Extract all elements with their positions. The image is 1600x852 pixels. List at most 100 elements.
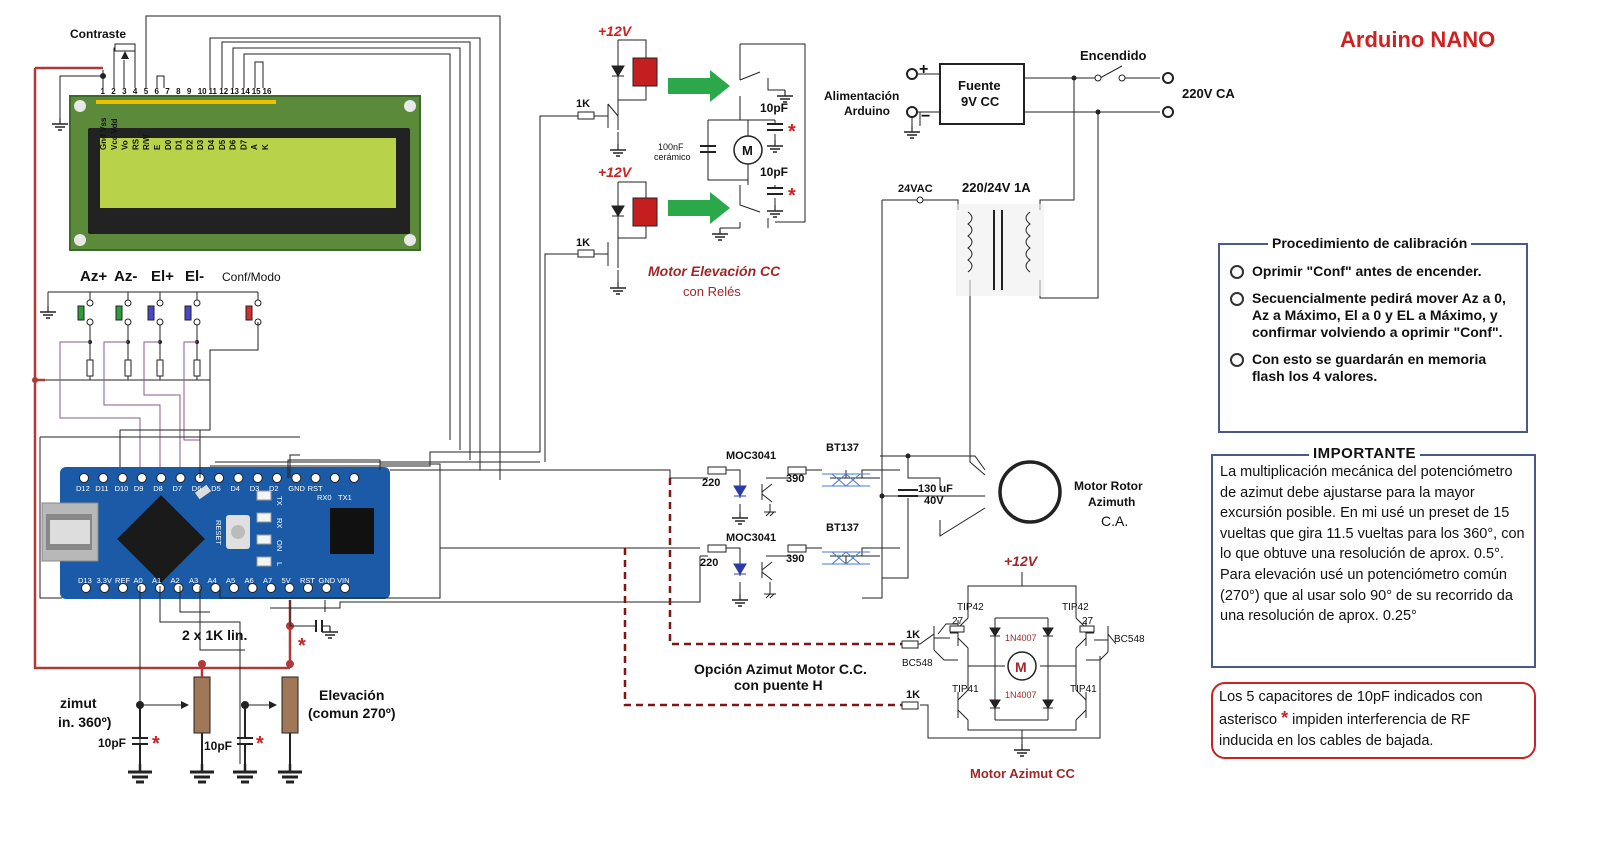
- reset-label: RESET: [214, 520, 223, 545]
- lcd-pin-number: 9: [187, 87, 192, 96]
- lcd-module: [69, 95, 421, 251]
- pulldown-resistor: [193, 340, 201, 380]
- lcd-pin-number: 8: [176, 87, 181, 96]
- calibration-item-text: Secuencialmente pedirá mover Az a 0, Az …: [1252, 290, 1506, 340]
- pushbutton: [245, 292, 262, 342]
- relay-coil-2: [632, 197, 658, 227]
- hbridge-motor: [1007, 651, 1037, 681]
- nano-pin-label: A2: [171, 576, 180, 585]
- bt137-label-b: BT137: [826, 522, 859, 534]
- nano-pin-bottom: VIN: [337, 576, 350, 593]
- bc548-label-a: BC548: [902, 658, 933, 669]
- nano-pin-top: D10: [115, 473, 128, 493]
- nano-pin-top: D2: [269, 473, 282, 493]
- nano-led-label: ON: [275, 540, 284, 551]
- btn-label-el-minus: El-: [185, 268, 204, 285]
- nano-pin-bottom: RST: [300, 576, 315, 593]
- rf-note-after: impiden interferencia de RF inducida en …: [1219, 712, 1471, 749]
- nano-pin-top: [329, 473, 340, 483]
- rf-asterisk-relay-2: *: [788, 185, 796, 207]
- lcd-pin-number: 6: [155, 87, 160, 96]
- lcd-pin-name: A: [250, 144, 259, 150]
- nano-pin-top: D7: [173, 473, 186, 493]
- lcd-pin-number: 12: [219, 87, 228, 96]
- r27-label-b: 27: [1082, 616, 1094, 627]
- pot-lin-label: 2 x 1K lin.: [182, 627, 247, 643]
- triac-wiring: [670, 456, 986, 594]
- relay-cap-10pf-a: 10pF: [760, 101, 788, 115]
- relay-motor: [733, 135, 763, 165]
- relay-res-1k-a: 1K: [576, 98, 590, 110]
- nano-pin-label: RST: [308, 484, 323, 493]
- lcd-pin-name: Vcc Vdd: [110, 118, 119, 150]
- nano-pin-bottom: A2: [171, 576, 184, 593]
- pot-elevacion: [241, 676, 299, 764]
- nano-pin-label: D13: [78, 576, 92, 585]
- relay-cap-100nf-1: 100nF: [658, 142, 684, 152]
- nano-pin-top: D11: [95, 473, 109, 493]
- lcd-pin-name: RS: [131, 138, 140, 150]
- moc-label-b: MOC3041: [726, 532, 776, 544]
- pot-az-label-1: zimut: [60, 695, 97, 711]
- nano-pin-label: GND: [288, 484, 305, 493]
- nano-led: L: [256, 556, 284, 567]
- calibration-item: Con esto se guardarán en memoria flash l…: [1228, 351, 1520, 385]
- tip41-label-a: TIP41: [952, 684, 979, 695]
- nano-pin-bottom: A6: [245, 576, 258, 593]
- nano-pin-label: D6: [192, 484, 202, 493]
- nano-pin-top: [349, 473, 360, 483]
- diode-label-b: 1N4007: [1005, 690, 1037, 700]
- button-labels: Az+ Az- El+ El- Conf/Modo: [80, 268, 281, 285]
- lcd-wires: [59, 15, 501, 480]
- nano-pin-label: D12: [76, 484, 90, 493]
- nano-pin-top: D8: [153, 473, 167, 493]
- lcd-pin-name: D1: [175, 139, 184, 150]
- relay-cap-10pf-b: 10pF: [760, 165, 788, 179]
- pot-el-label-2: (comun 270º): [308, 705, 396, 721]
- nano-pin-label: A5: [226, 576, 235, 585]
- diode-label-a: 1N4007: [1005, 633, 1037, 643]
- relay-subtitle: con Relés: [683, 284, 741, 299]
- relay-motor-label: M: [742, 143, 753, 158]
- hb-r1k-b: 1K: [906, 689, 920, 701]
- calibration-list: Oprimir "Conf" antes de encender. Secuen…: [1220, 245, 1526, 385]
- lcd-pin-number: 5: [144, 87, 149, 96]
- relay-wiring: [594, 39, 806, 282]
- r390-label-b: 390: [786, 553, 804, 565]
- tip42-label-b: TIP42: [1062, 602, 1089, 613]
- pushbutton: [115, 292, 132, 342]
- nano-pin-bottom: 3.3V: [97, 576, 112, 593]
- bt137-label-a: BT137: [826, 442, 859, 454]
- nano-pin-top: D4: [230, 473, 244, 493]
- nano-pin-bottom: GND: [319, 576, 336, 593]
- nano-pin-label: GND: [319, 576, 336, 585]
- ac-motor: [998, 460, 1062, 524]
- contrast-label: Contraste: [70, 27, 126, 41]
- supply-label-1: Alimentación: [824, 89, 899, 103]
- page-title: Arduino NANO: [1340, 27, 1495, 52]
- nano-pin-top: RST: [308, 473, 323, 493]
- lcd-pin-number: 1: [101, 87, 106, 96]
- nano-pin-bottom: 5V: [282, 576, 295, 593]
- nano-pin-label: D3: [250, 484, 260, 493]
- nano-pin-label: A4: [208, 576, 217, 585]
- lcd-pin-number: 10: [198, 87, 207, 96]
- switch-label: Encendido: [1080, 48, 1147, 63]
- transformer: [956, 204, 1044, 296]
- contrast-pot: [114, 43, 136, 52]
- relay-title: Motor Elevación CC: [648, 263, 781, 279]
- nano-pin-label: 5V: [282, 576, 291, 585]
- lcd-screen: [100, 138, 396, 208]
- hbridge-12v: +12V: [1004, 553, 1039, 569]
- rf-asterisk-5v: *: [298, 635, 306, 657]
- nano-pin-label: RST: [300, 576, 315, 585]
- nano-pin-bottom: REF: [115, 576, 130, 593]
- relay-arrow-2: [668, 192, 730, 224]
- nano-pin-label: D8: [153, 484, 163, 493]
- nano-pin-label: A3: [189, 576, 198, 585]
- rf-note-before: Los 5 capacitores de 10pF indicados con …: [1219, 689, 1483, 728]
- ac-motor-label-3: C.A.: [1101, 513, 1128, 529]
- pushbutton: [147, 292, 164, 342]
